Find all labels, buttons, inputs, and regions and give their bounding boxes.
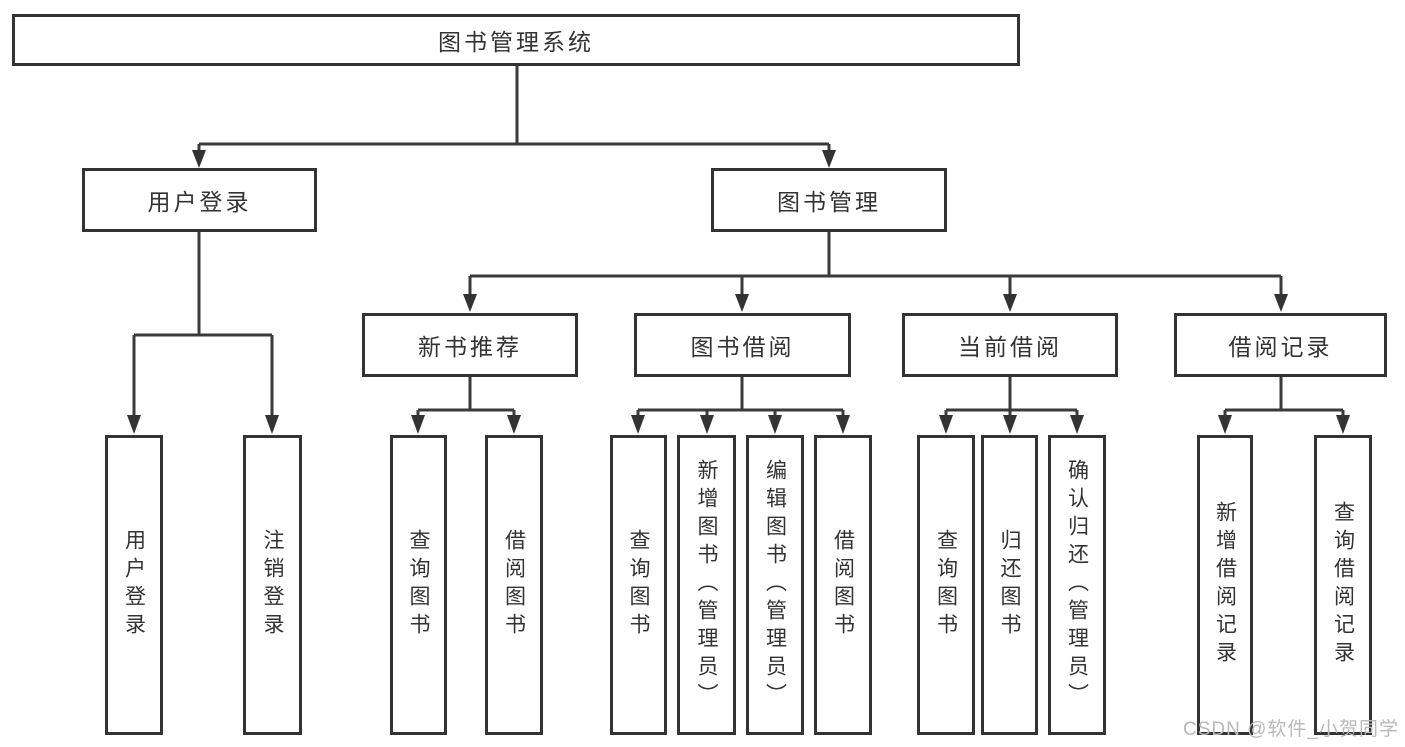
leaf-label: 确认归还（管理员）: [1065, 459, 1089, 711]
leaf-query-books-current: 查询图书: [917, 435, 975, 735]
leaf-borrow-books: 借阅图书: [814, 435, 872, 735]
leaf-query-books-borrow: 查询图书: [610, 435, 667, 735]
leaf-query-borrow-record: 查询借阅记录: [1314, 435, 1372, 735]
leaf-borrow-books-recommend: 借阅图书: [485, 435, 543, 735]
leaf-label: 新增借阅记录: [1213, 501, 1237, 669]
node-borrow-record: 借阅记录: [1174, 313, 1387, 377]
leaf-confirm-return-admin: 确认归还（管理员）: [1048, 435, 1106, 735]
leaf-label: 查询图书: [627, 529, 650, 641]
leaf-add-books-admin: 新增图书（管理员）: [677, 435, 736, 735]
leaf-label: 用户登录: [122, 529, 146, 641]
leaf-user-login: 用户登录: [105, 435, 163, 735]
leaf-edit-books-admin: 编辑图书（管理员）: [746, 435, 804, 735]
leaf-add-borrow-record: 新增借阅记录: [1197, 435, 1253, 735]
leaf-logout: 注销登录: [243, 435, 302, 735]
leaf-query-books-recommend: 查询图书: [390, 435, 447, 735]
leaf-label: 借阅图书: [831, 529, 855, 641]
node-new-book-recommend: 新书推荐: [362, 313, 578, 377]
node-current-borrow: 当前借阅: [902, 313, 1118, 377]
leaf-label: 新增图书（管理员）: [695, 459, 718, 711]
leaf-label: 借阅图书: [502, 529, 526, 641]
leaf-label: 查询图书: [407, 529, 430, 641]
leaf-label: 查询图书: [934, 529, 958, 641]
node-book-management: 图书管理: [711, 168, 947, 232]
leaf-label: 注销登录: [261, 529, 284, 641]
node-book-borrow: 图书借阅: [634, 313, 851, 377]
leaf-return-books: 归还图书: [981, 435, 1038, 735]
leaf-label: 归还图书: [998, 529, 1021, 641]
node-user-login: 用户登录: [82, 168, 317, 232]
leaf-label: 查询借阅记录: [1331, 501, 1355, 669]
node-library-system: 图书管理系统: [12, 14, 1020, 66]
leaf-label: 编辑图书（管理员）: [763, 459, 787, 711]
watermark: CSDN @软件_小贺同学: [1183, 719, 1399, 740]
